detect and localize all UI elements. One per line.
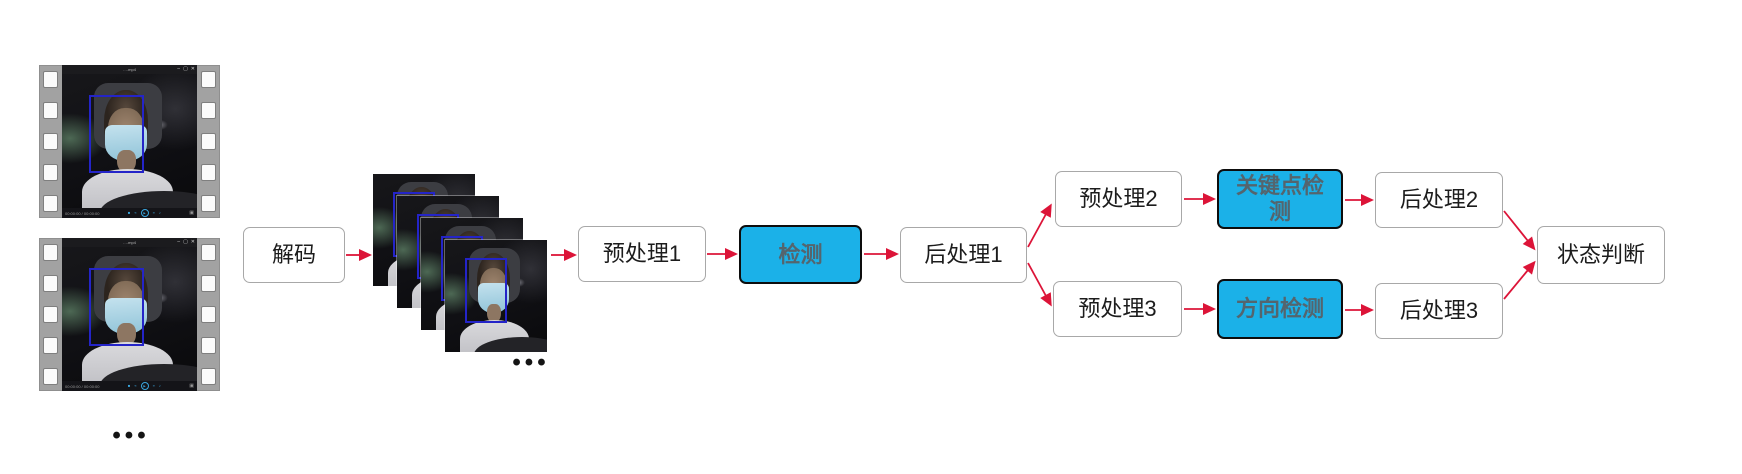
video-titlebar: ….mp4 – ▢ ✕ — [62, 238, 197, 247]
play-button[interactable]: ▶ — [140, 209, 149, 217]
node-preprocess3: 预处理3 — [1053, 281, 1182, 337]
close-icon[interactable]: ✕ — [190, 66, 195, 72]
driver-hand — [117, 323, 137, 347]
node-direction-detect: 方向检测 — [1217, 279, 1343, 339]
stop-icon[interactable]: ■ — [127, 383, 131, 388]
node-state-judge: 状态判断 — [1537, 226, 1665, 284]
node-preprocess2: 预处理2 — [1055, 171, 1182, 227]
timestamp-label: 00:00:00 / 00:00:00 — [65, 383, 100, 389]
node-postprocess1: 后处理1 — [900, 227, 1027, 283]
steering-wheel — [473, 337, 547, 352]
timestamp-label: 00:00:00 / 00:00:00 — [65, 210, 100, 216]
film-sprocket-holes — [39, 238, 62, 391]
driver-hand — [486, 303, 502, 323]
video-player-2: ….mp4 – ▢ ✕ 00:00:00 / 00:00:00 ■ « ▶ » … — [62, 238, 197, 391]
close-icon[interactable]: ✕ — [190, 239, 195, 245]
minimize-icon[interactable]: – — [177, 239, 181, 245]
next-icon[interactable]: » — [152, 383, 155, 388]
node-preprocess1: 预处理1 — [578, 226, 706, 282]
minimize-icon[interactable]: – — [177, 66, 181, 72]
node-postprocess3: 后处理3 — [1375, 283, 1503, 339]
arrow-postprocess1-to-preprocess3 — [1027, 262, 1052, 307]
play-icon: ▶ — [143, 211, 146, 215]
video-frame — [62, 74, 197, 208]
face-bounding-box — [89, 95, 145, 174]
node-decode: 解码 — [243, 227, 345, 283]
node-detect: 检测 — [739, 225, 862, 284]
decoded-frame-4 — [445, 240, 547, 352]
steering-wheel — [99, 363, 197, 381]
fullscreen-icon[interactable]: ▣ — [189, 383, 194, 389]
car-interior-scene — [62, 247, 197, 381]
videos-ellipsis: ••• — [112, 422, 150, 449]
video-filmstrip-1: ….mp4 – ▢ ✕ 00:00:00 / 00:00:00 ■ « ▶ » … — [39, 65, 220, 218]
play-button[interactable]: ▶ — [140, 382, 149, 390]
video-filmstrip-2: ….mp4 – ▢ ✕ 00:00:00 / 00:00:00 ■ « ▶ » … — [39, 238, 220, 391]
arrow-postprocess2-to-state — [1503, 210, 1536, 251]
face-bounding-box — [465, 257, 508, 323]
video-title: ….mp4 — [123, 67, 136, 72]
face-bounding-box — [89, 268, 145, 347]
film-sprocket-holes — [197, 238, 220, 391]
arrow-postprocess1-to-preprocess2 — [1027, 203, 1052, 248]
steering-wheel — [99, 190, 197, 208]
volume-icon[interactable]: ♪ — [158, 383, 161, 388]
video-title: ….mp4 — [123, 240, 136, 245]
volume-icon[interactable]: ♪ — [158, 210, 161, 215]
previous-icon[interactable]: « — [134, 383, 137, 388]
node-keypoint-detect: 关键点检测 — [1217, 169, 1343, 229]
film-sprocket-holes — [197, 65, 220, 218]
playback-controls: 00:00:00 / 00:00:00 ■ « ▶ » ♪ ▣ — [62, 381, 197, 391]
frames-ellipsis: ••• — [512, 349, 550, 376]
fullscreen-icon[interactable]: ▣ — [189, 210, 194, 216]
arrow-postprocess3-to-state — [1503, 260, 1536, 300]
video-frame — [62, 247, 197, 381]
driver-hand — [117, 150, 137, 174]
car-interior-scene — [62, 74, 197, 208]
video-titlebar: ….mp4 – ▢ ✕ — [62, 65, 197, 74]
stop-icon[interactable]: ■ — [127, 210, 131, 215]
car-interior-scene — [445, 240, 547, 352]
video-player-1: ….mp4 – ▢ ✕ 00:00:00 / 00:00:00 ■ « ▶ » … — [62, 65, 197, 218]
maximize-icon[interactable]: ▢ — [183, 239, 188, 245]
play-icon: ▶ — [143, 384, 146, 388]
maximize-icon[interactable]: ▢ — [183, 66, 188, 72]
playback-controls: 00:00:00 / 00:00:00 ■ « ▶ » ♪ ▣ — [62, 208, 197, 218]
node-postprocess2: 后处理2 — [1375, 172, 1503, 228]
previous-icon[interactable]: « — [134, 210, 137, 215]
film-sprocket-holes — [39, 65, 62, 218]
next-icon[interactable]: » — [152, 210, 155, 215]
